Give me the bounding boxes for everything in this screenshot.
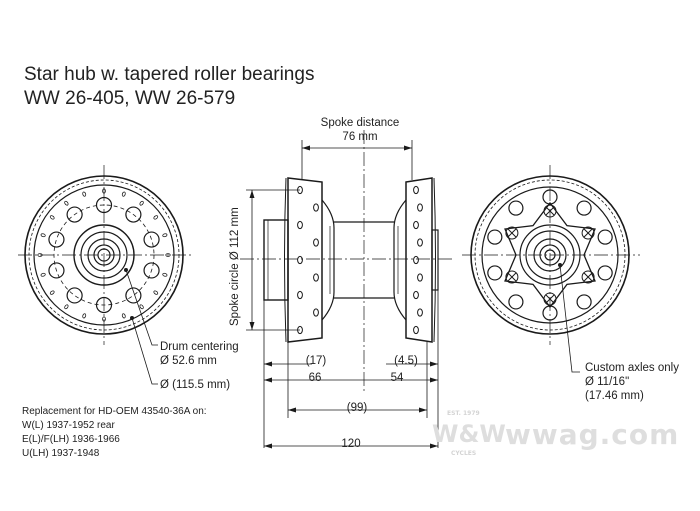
axle-note-line3: (17.46 mm) — [585, 390, 644, 402]
spoke-hole — [48, 231, 65, 248]
flange-hole — [413, 325, 419, 335]
spoke-hole — [576, 294, 592, 310]
left-flange-small-holes — [37, 188, 171, 322]
drum-centering-value: Ø 52.6 mm — [160, 355, 217, 367]
flange-hole — [413, 255, 419, 265]
flange-hole — [313, 308, 319, 317]
flange-hole — [297, 255, 303, 265]
flange-hole — [413, 220, 419, 230]
diagram-title-line2: WW 26-405, WW 26-579 — [24, 88, 236, 109]
bolt-slot — [507, 272, 517, 282]
right-width-label: 54 — [390, 372, 404, 384]
left-offset-label: (17) — [305, 355, 327, 367]
flange-hole — [40, 272, 46, 277]
total-length-label: 120 — [341, 438, 361, 450]
spoke-hole — [508, 200, 524, 216]
flange-hole — [417, 203, 423, 212]
bolt-slot — [583, 272, 593, 282]
spoke-hole — [66, 206, 83, 223]
flange-hole — [153, 290, 159, 295]
flange-hole — [413, 185, 419, 195]
watermark-cycles: CYCLES — [451, 450, 477, 457]
replacement-note-line3: E(L)/F(LH) 1936-1966 — [22, 434, 120, 445]
spoke-hole — [143, 231, 160, 248]
spoke-hole — [487, 229, 503, 245]
spoke-hole — [597, 265, 613, 281]
watermark-est: EST. 1979 — [447, 410, 480, 417]
flange-hole — [153, 215, 159, 220]
right-offset-label: (4.5) — [394, 355, 418, 367]
outer-diameter-label: Ø (115.5 mm) — [160, 379, 231, 391]
bolt-head — [581, 226, 595, 240]
bolt-head — [505, 226, 519, 240]
spoke-hole — [48, 262, 65, 279]
axle-note-line1: Custom axles only — [585, 362, 679, 374]
flange-hole — [49, 290, 55, 295]
flange-hole — [139, 304, 144, 310]
flange-hole — [64, 304, 69, 310]
flange-hole — [413, 290, 419, 300]
drum-centering-label: Drum centering — [160, 341, 239, 353]
flange-hole — [49, 215, 55, 220]
flange-hole — [313, 203, 319, 212]
bolt-head — [581, 270, 595, 284]
spoke-distance-value: 76 mm — [342, 131, 378, 143]
flange-hole — [64, 200, 69, 206]
star-bolts — [505, 204, 595, 306]
flange-hole — [121, 191, 126, 197]
diagram-title-line1: Star hub w. tapered roller bearings — [24, 64, 315, 85]
spoke-hole — [508, 294, 524, 310]
flange-hole — [139, 200, 144, 206]
flange-hole — [165, 253, 171, 257]
flange-hole — [313, 273, 319, 282]
spoke-hole — [125, 206, 142, 223]
flange-hole — [162, 233, 168, 238]
bolt-slot — [507, 228, 517, 238]
flange-spoke-holes — [297, 185, 423, 335]
replacement-note-line2: W(L) 1937-1952 rear — [22, 420, 115, 431]
spoke-hole — [487, 265, 503, 281]
inner-length-label: (99) — [346, 402, 368, 414]
spoke-hole — [143, 262, 160, 279]
flange-hole — [417, 238, 423, 247]
flange-hole — [82, 313, 87, 319]
spoke-distance-label: Spoke distance — [320, 117, 400, 129]
flange-hole — [417, 273, 423, 282]
flange-hole — [417, 308, 423, 317]
flange-hole — [297, 290, 303, 300]
flange-hole — [82, 191, 87, 197]
spoke-hole — [576, 200, 592, 216]
flange-hole — [121, 313, 126, 319]
spoke-hole — [125, 287, 142, 304]
flange-hole — [162, 272, 168, 277]
flange-hole — [40, 233, 46, 238]
hub-side-view — [263, 177, 439, 343]
flange-hole — [297, 220, 303, 230]
spoke-circle-label: Spoke circle Ø 112 mm — [229, 207, 241, 326]
spoke-hole — [597, 229, 613, 245]
replacement-note-line1: Replacement for HD-OEM 43540-36A on: — [22, 406, 207, 417]
replacement-note-line4: U(LH) 1937-1948 — [22, 448, 100, 459]
flange-hole — [313, 238, 319, 247]
bolt-head — [505, 270, 519, 284]
left-width-label: 66 — [308, 372, 322, 384]
watermark-site: wwag.com — [505, 418, 680, 451]
spoke-hole — [66, 287, 83, 304]
bolt-slot — [583, 228, 593, 238]
axle-note-line2: Ø 11/16" — [585, 376, 630, 388]
watermark-logo: W&W — [432, 420, 506, 448]
